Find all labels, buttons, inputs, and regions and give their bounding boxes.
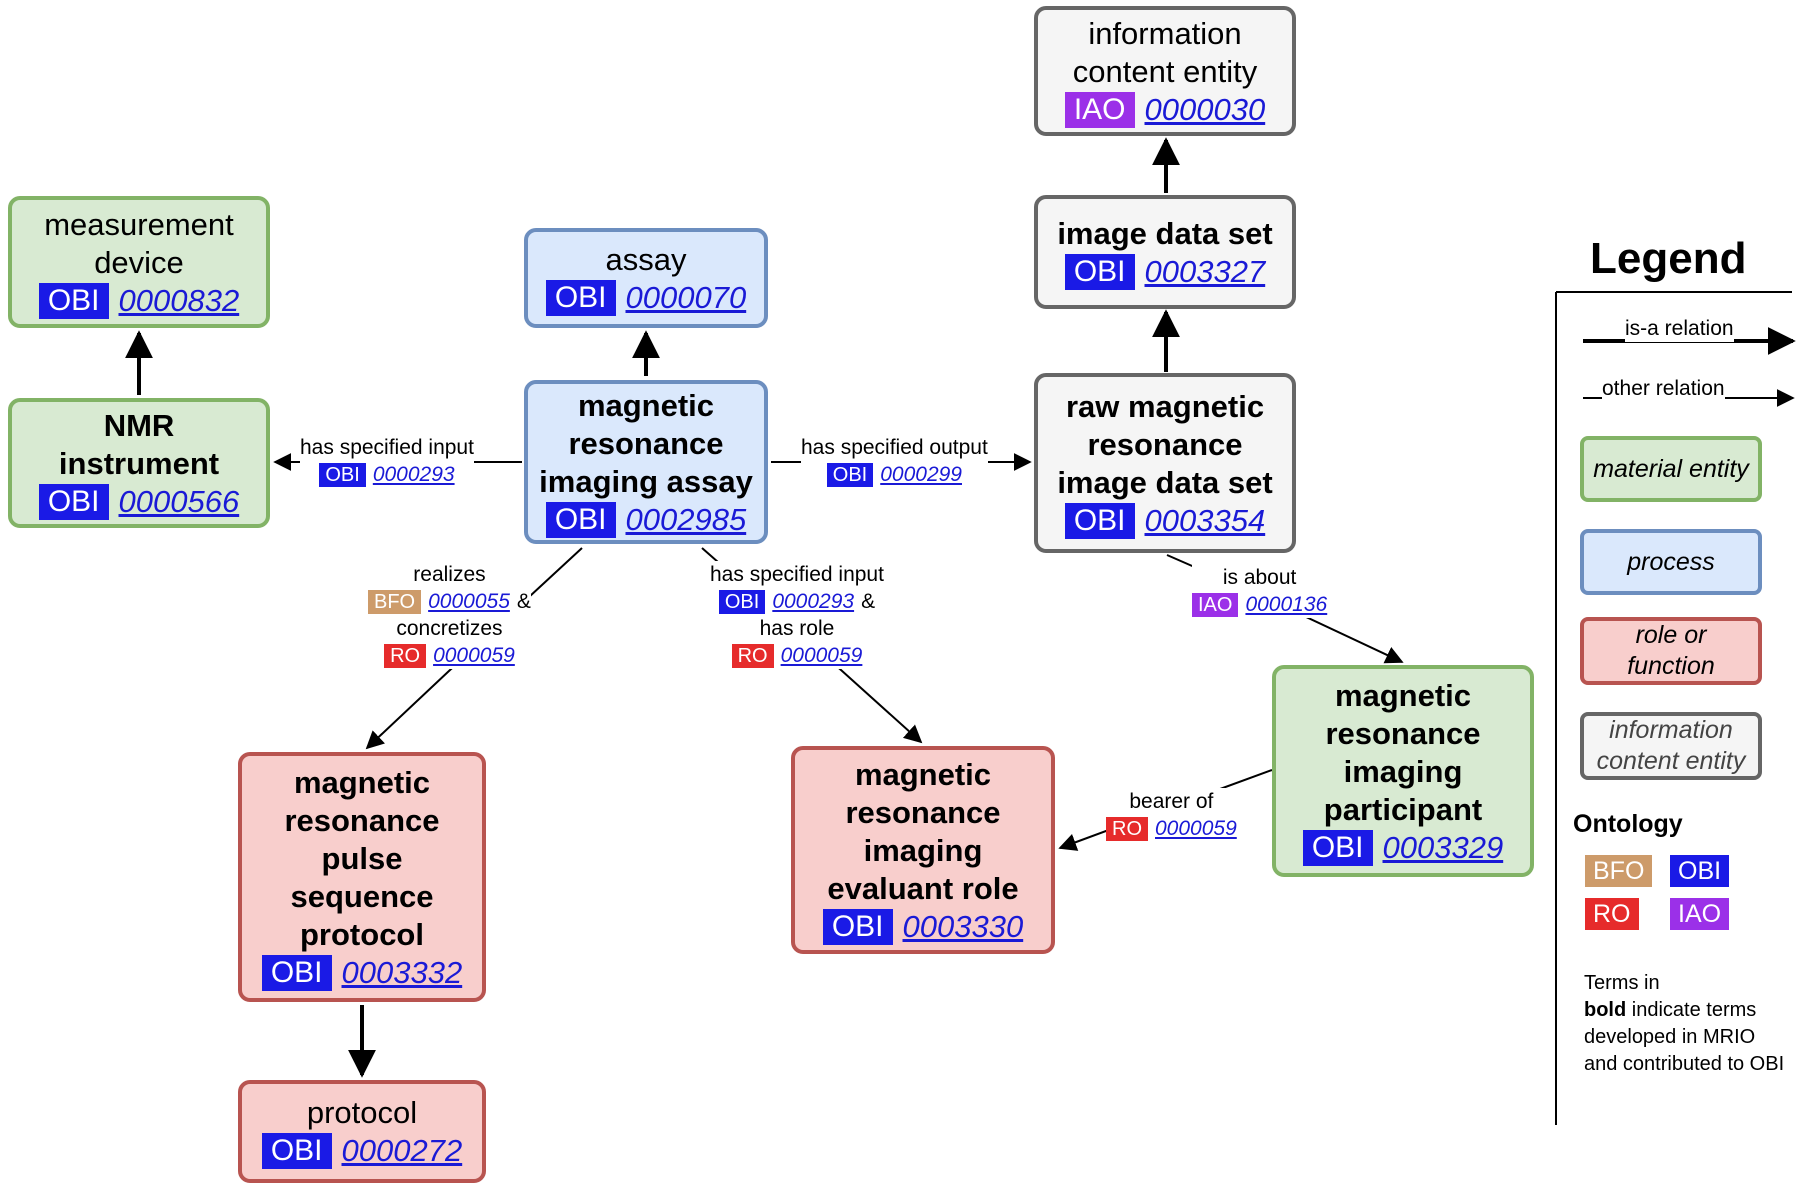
ontology-badge: RO — [384, 643, 427, 668]
legend-badge-ro: RO — [1585, 898, 1639, 930]
term-id-link[interactable]: 0000055 — [428, 590, 510, 613]
node-title: magnetic resonance pulse sequence protoc… — [284, 764, 440, 952]
node-mri-evaluant-role[interactable]: magnetic resonance imaging evaluant role… — [791, 746, 1055, 954]
legend-information-content-entity: information content entity — [1580, 712, 1762, 780]
legend-isa-label: is-a relation — [1625, 316, 1734, 342]
term-id-link[interactable]: 0000070 — [625, 279, 747, 315]
ontology-badge: OBI — [38, 282, 109, 319]
node-mri-participant[interactable]: magnetic resonance imaging participant O… — [1272, 665, 1534, 877]
node-title: raw magnetic resonance image data set — [1057, 388, 1273, 500]
legend-material-entity: material entity — [1580, 436, 1762, 502]
ontology-badge: OBI — [718, 589, 766, 614]
node-title: NMR instrument — [58, 407, 220, 481]
legend-badge-iao: IAO — [1670, 898, 1730, 930]
node-title: information content entity — [1072, 15, 1258, 89]
edge-label-text: has specified input — [710, 563, 884, 586]
edge-realizes — [365, 547, 583, 750]
term-id-link[interactable]: 0003329 — [1382, 829, 1504, 865]
node-title: magnetic resonance imaging assay — [539, 387, 753, 499]
legend-note-bold: bold — [1584, 999, 1627, 1021]
ontology-badge: OBI — [1302, 829, 1373, 866]
ontology-badge: OBI — [319, 462, 366, 487]
legend-process: process — [1580, 529, 1762, 595]
node-title: image data set — [1057, 215, 1273, 251]
ontology-badge: OBI — [261, 1133, 332, 1169]
term-id-link[interactable]: 0000136 — [1245, 593, 1328, 616]
ampersand: & — [516, 590, 531, 613]
term-id-link[interactable]: 0000059 — [780, 644, 863, 667]
legend-note: Terms in bold indicate terms developed i… — [1584, 970, 1794, 1078]
edge-label-is-about: is about IAO 0000136 — [1192, 564, 1328, 618]
ontology-badge: RO — [731, 643, 774, 668]
term-id-link[interactable]: 0000059 — [1155, 817, 1237, 840]
ontology-badge: OBI — [545, 279, 616, 316]
ontology-badge: RO — [1106, 816, 1148, 841]
node-title: magnetic resonance imaging participant — [1323, 677, 1483, 827]
ontology-badge: BFO — [368, 589, 422, 614]
edge-label-text: has specified input — [300, 436, 474, 459]
node-raw-mr-image-data-set[interactable]: raw magnetic resonance image data set OB… — [1034, 373, 1296, 553]
edge-label-realizes: realizes BFO 0000055& concretizes RO 00000… — [368, 561, 531, 669]
node-title: protocol — [306, 1095, 418, 1130]
ontology-badge: IAO — [1192, 592, 1239, 617]
legend-badge-bfo: BFO — [1585, 855, 1653, 887]
edge-label-has-output: has specified output OBI 0000299 — [801, 434, 988, 488]
term-id-link[interactable]: 0003354 — [1144, 502, 1266, 538]
ontology-badge: OBI — [822, 908, 893, 945]
node-title: assay — [605, 241, 687, 277]
legend-ontology-title: Ontology — [1573, 810, 1683, 838]
edge-label-has-input-nmr: has specified input OBI 0000293 — [300, 434, 474, 488]
node-protocol[interactable]: protocol OBI 0000272 — [238, 1080, 486, 1183]
edge-label-text: has specified output — [801, 436, 988, 459]
ontology-badge: OBI — [1064, 502, 1135, 539]
term-id-link[interactable]: 0000293 — [372, 463, 455, 486]
edge-label-text: realizes — [413, 563, 486, 586]
term-id-link[interactable]: 0003332 — [341, 954, 463, 990]
ontology-badge: OBI — [261, 954, 332, 991]
legend-title: Legend — [1590, 234, 1747, 283]
ontology-badge: OBI — [545, 501, 616, 538]
edge-label-text: concretizes — [396, 617, 503, 640]
term-id-link[interactable]: 0000059 — [433, 644, 515, 667]
term-id-link[interactable]: 0002985 — [625, 501, 747, 537]
legend-role-or-function: role or function — [1580, 617, 1762, 685]
term-id-link[interactable]: 0000272 — [341, 1133, 463, 1168]
ontology-badge: OBI — [38, 483, 109, 520]
legend-badge-obi: OBI — [1670, 855, 1730, 887]
legend-note-post: indicate terms developed in MRIO and con… — [1584, 999, 1785, 1075]
edge-label-text: has role — [759, 617, 835, 640]
ampersand: & — [861, 590, 876, 613]
term-id-link[interactable]: 0003330 — [902, 908, 1024, 944]
edge-label-text: is about — [1222, 566, 1297, 589]
term-id-link[interactable]: 0000566 — [118, 483, 240, 519]
node-title: measurement device — [44, 206, 234, 280]
edge-label-has-input-role: has specified input OBI 0000293& has role… — [710, 561, 884, 669]
legend-other-label: other relation — [1602, 376, 1725, 402]
term-id-link[interactable]: 0003327 — [1144, 253, 1266, 289]
ontology-badge: IAO — [1064, 91, 1135, 128]
term-id-link[interactable]: 0000299 — [880, 463, 962, 486]
term-id-link[interactable]: 0000030 — [1144, 91, 1266, 127]
legend-note-pre: Terms in — [1584, 972, 1660, 994]
edge-label-bearer-of: bearer of RO 0000059 — [1106, 788, 1237, 842]
node-mr-pulse-sequence-protocol[interactable]: magnetic resonance pulse sequence protoc… — [238, 752, 486, 1002]
node-title: magnetic resonance imaging evaluant role — [827, 756, 1019, 906]
term-id-link[interactable]: 0000832 — [118, 282, 240, 318]
ontology-badge: OBI — [826, 462, 874, 487]
ontology-badge: OBI — [1064, 253, 1135, 290]
term-id-link[interactable]: 0000293 — [772, 590, 855, 613]
edge-label-text: bearer of — [1129, 790, 1214, 813]
